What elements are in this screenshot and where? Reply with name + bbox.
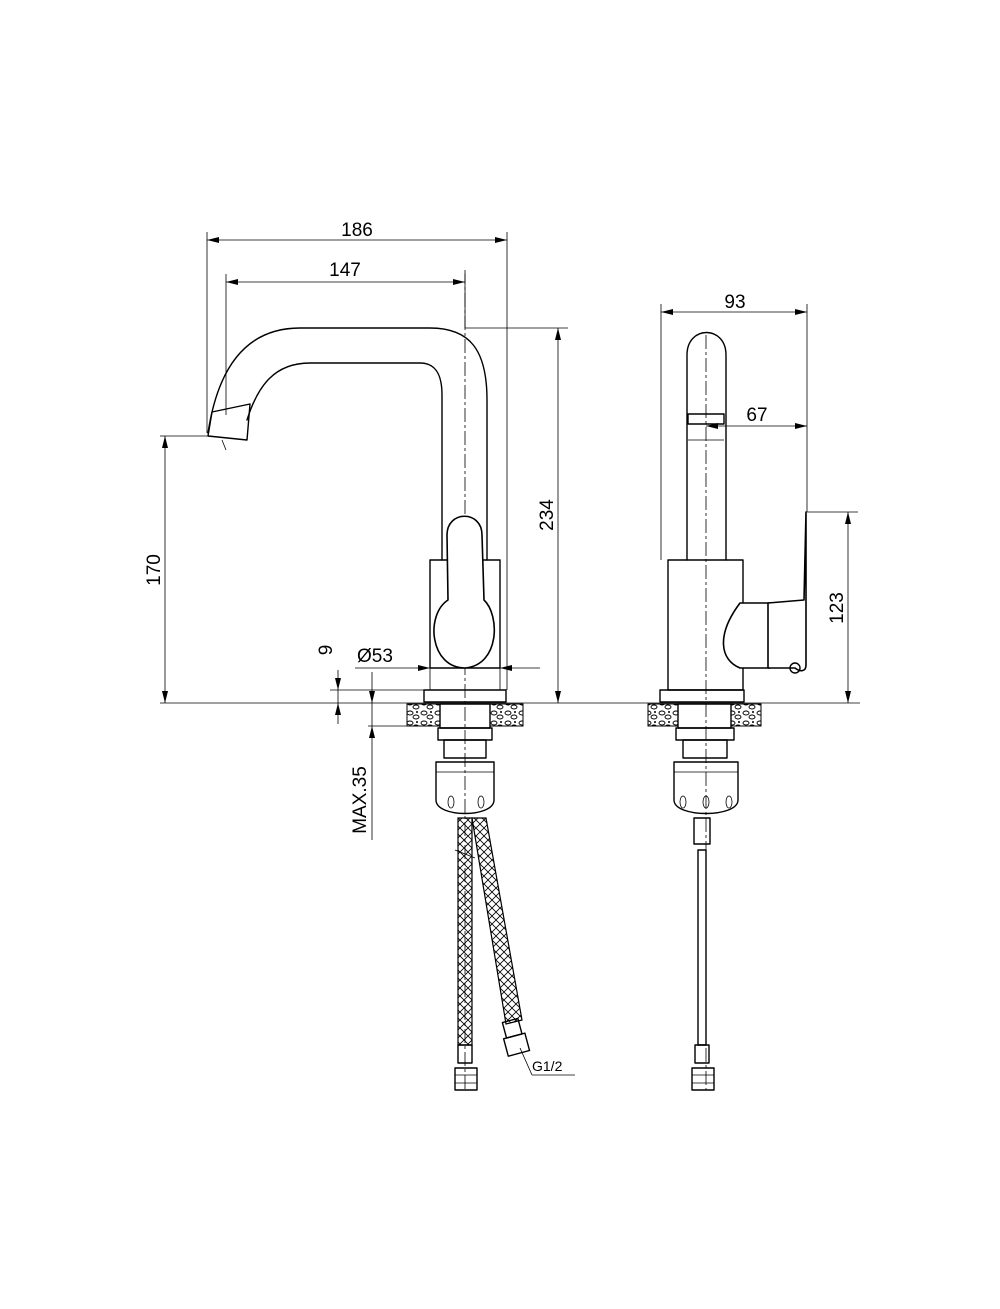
front-hose-ferrule-left [457,1044,473,1064]
side-base-plate [659,689,745,703]
side-handle-joint [722,602,771,669]
side-aerator-ring [687,413,725,425]
side-mount-shank [677,703,732,729]
front-counter-right [489,703,524,727]
dim-max-counter: MAX.35 [350,766,371,834]
side-fixing-nut [673,761,739,815]
front-hose-nut-left [454,1067,478,1091]
side-shank [682,739,728,759]
dim-base-diameter: Ø53 [357,646,393,667]
dim-side-spout-offset: 67 [746,405,767,426]
dim-spout-height: 170 [144,554,165,586]
dim-total-width: 186 [341,220,373,241]
dimension-lines: 186 147 234 170 Ø53 9 [144,220,860,840]
front-shank [443,739,487,759]
side-washer [675,727,735,741]
front-hose-fitting-right [501,1017,531,1057]
side-hose-nut [691,1067,715,1091]
front-aerator [207,403,251,441]
front-counter-left [406,703,441,727]
side-hose-ferrule [694,1044,710,1064]
dim-side-depth: 93 [724,292,745,313]
dim-handle-height: 123 [827,592,848,624]
front-view: G1/2 [207,270,575,1091]
dim-spout-reach: 147 [329,260,361,281]
front-spout-inner [246,362,443,561]
side-spout-tube [686,331,727,561]
front-fixing-nut [435,761,495,815]
side-hose [697,849,707,1046]
dim-total-height: 234 [537,499,558,531]
side-hose-connector [693,817,711,845]
dim-base-height: 9 [316,645,337,656]
side-view [647,331,807,1091]
front-spout-outline [207,327,488,561]
front-handle-lever [433,515,495,669]
side-handle-plate [767,511,807,672]
hose-thread-label: G1/2 [532,1058,563,1074]
front-hose-right [471,817,523,1025]
front-base-plate [423,689,507,703]
side-counter-left [647,703,679,727]
side-counter-right [730,703,762,727]
